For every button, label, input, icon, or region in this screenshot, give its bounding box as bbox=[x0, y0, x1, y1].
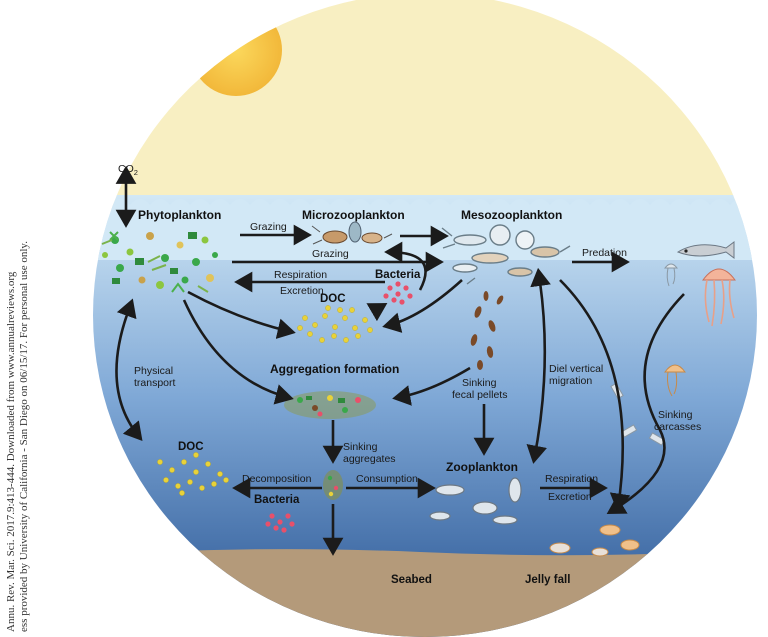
sinking-fecal-label-1: Sinking bbox=[462, 377, 497, 389]
bacteria-top-label: Bacteria bbox=[375, 269, 421, 281]
jellyfish bbox=[663, 263, 736, 327]
doc-top-label: DOC bbox=[320, 293, 346, 305]
sinking-fecal-label-2: fecal pellets bbox=[452, 389, 507, 401]
arrow-physical-transport bbox=[115, 298, 143, 441]
jelly-fall-remains bbox=[549, 524, 640, 557]
zooplankton-label: Zooplankton bbox=[446, 460, 518, 474]
fecal-pellets bbox=[470, 291, 504, 370]
jelly-fall-label: Jelly fall bbox=[525, 574, 570, 586]
physical-transport-label-1: Physical bbox=[134, 365, 173, 377]
phytoplankton-label: Phytoplankton bbox=[138, 208, 221, 222]
aggregation-label: Aggregation formation bbox=[270, 362, 399, 376]
decomposition-label: Decomposition bbox=[242, 473, 312, 485]
sky bbox=[93, 0, 757, 210]
consumption-label: Consumption bbox=[356, 473, 418, 485]
bacteria-cluster-bottom bbox=[265, 513, 295, 533]
sinking-aggregate-small bbox=[323, 470, 343, 500]
sinking-aggregates-label-2: aggregates bbox=[343, 453, 396, 465]
zooplankton-deep-group bbox=[429, 477, 522, 525]
sea-surface-waves bbox=[93, 199, 757, 260]
sinking-aggregates-label-1: Sinking bbox=[343, 441, 378, 453]
citation-line-1: Annu. Rev. Mar. Sci. 2017.9:413-444. Dow… bbox=[5, 271, 17, 632]
doc-bottom-label: DOC bbox=[178, 441, 204, 453]
doc-cloud-bottom bbox=[157, 452, 229, 496]
arrow-phyto-doc bbox=[187, 290, 296, 339]
arrow-phyto-aggregation bbox=[182, 299, 294, 405]
citation-line-2: ess provided by University of California… bbox=[18, 241, 30, 632]
physical-transport-label-2: transport bbox=[134, 377, 176, 389]
microzooplankton-label: Microzooplankton bbox=[302, 208, 405, 222]
bacteria-cluster-top bbox=[383, 281, 413, 305]
predation-label: Predation bbox=[582, 247, 627, 259]
respiration-bottom-label: Respiration bbox=[545, 473, 598, 485]
diel-migration-label-2: migration bbox=[549, 375, 592, 387]
fish bbox=[676, 241, 735, 259]
sinking-carcasses-label-2: carcasses bbox=[654, 421, 701, 433]
sinking-carcasses-label-1: Sinking bbox=[658, 409, 693, 421]
phytoplankton-cluster bbox=[101, 231, 218, 293]
arrow-pellets-aggregation bbox=[392, 366, 471, 406]
microzooplankton-group bbox=[311, 221, 393, 245]
respiration-top-label: Respiration bbox=[274, 269, 327, 281]
arrow-meso-doc bbox=[382, 279, 463, 333]
ocean-globe bbox=[93, 0, 757, 637]
sun bbox=[190, 4, 282, 96]
seabed bbox=[93, 548, 757, 637]
arrows bbox=[115, 165, 685, 556]
grazing-mid-label: Grazing bbox=[312, 248, 349, 260]
mesozooplankton-label: Mesozooplankton bbox=[461, 208, 562, 222]
excretion-top-label: Excretion bbox=[280, 285, 324, 297]
arrow-doc-bacteria bbox=[366, 303, 388, 322]
arrow-diel-migration bbox=[526, 267, 551, 464]
diel-migration-label-1: Diel vertical bbox=[549, 363, 603, 375]
arrow-meso-to-seabed bbox=[559, 279, 631, 512]
bacteria-bottom-label: Bacteria bbox=[254, 494, 300, 506]
arrow-bacteria-micro bbox=[384, 241, 427, 291]
grazing-top-label: Grazing bbox=[250, 221, 287, 233]
arrow-sinking-carcasses bbox=[606, 293, 685, 515]
excretion-bottom-label: Excretion bbox=[548, 491, 592, 503]
doc-cloud-top bbox=[297, 305, 373, 343]
co2-label: CO2 bbox=[118, 163, 138, 177]
seabed-label: Seabed bbox=[391, 574, 432, 586]
aggregate-mass bbox=[284, 391, 376, 419]
